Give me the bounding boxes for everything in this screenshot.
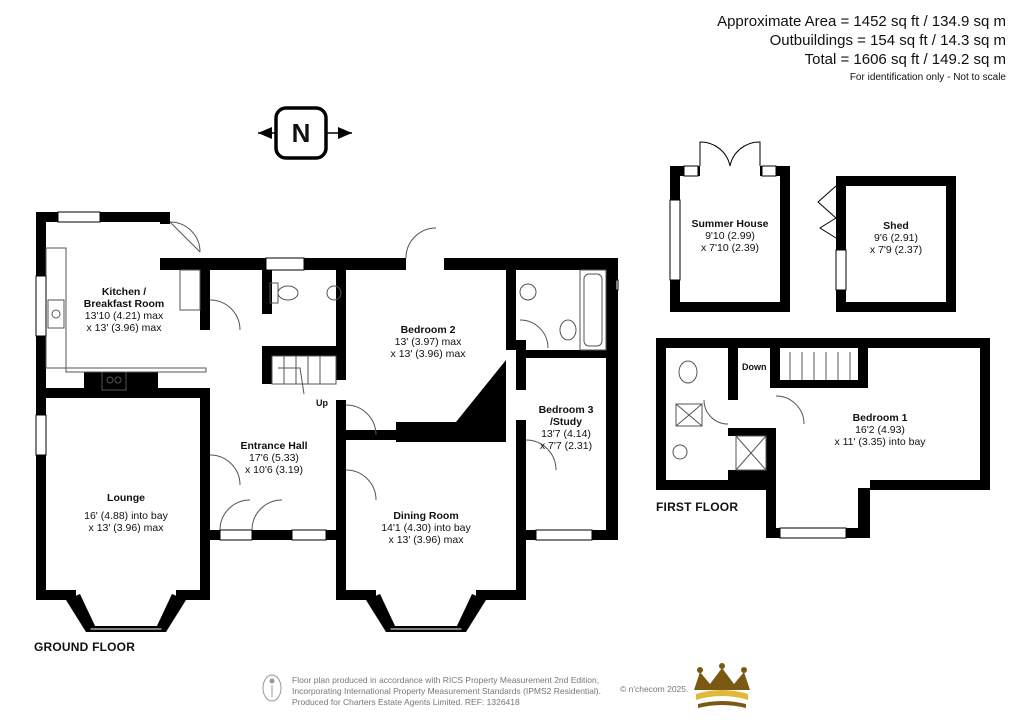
- room-name: /Study: [549, 416, 583, 428]
- room-name: Entrance Hall: [240, 440, 308, 452]
- room-summer-house: Summer House 9'10 (2.99) x 7'10 (2.39): [691, 218, 768, 254]
- room-bedroom-3: Bedroom 3 /Study 13'7 (4.14) x 7'7 (2.31…: [539, 404, 594, 452]
- room-dimension: 16'2 (4.93): [855, 424, 905, 436]
- footer-person-icon: [262, 674, 282, 702]
- room-dimension: 17'6 (5.33): [249, 452, 299, 464]
- first-floor-windows: [779, 527, 847, 539]
- footer-line: Produced for Charters Estate Agents Limi…: [292, 697, 520, 707]
- room-dimension: 13'7 (4.14): [541, 428, 591, 440]
- area-summary: Approximate Area = 1452 sq ft / 134.9 sq…: [717, 12, 1006, 85]
- shed-fixtures: [817, 185, 847, 291]
- compass-letter: N: [291, 118, 311, 148]
- room-name: Bedroom 1: [852, 412, 908, 424]
- first-floor-fixtures: [672, 352, 851, 471]
- room-name: Dining Room: [393, 510, 459, 522]
- room-dimension: x 13' (3.96) max: [88, 522, 164, 534]
- room-dimension: x 7'10 (2.39): [700, 242, 760, 254]
- room-entrance-hall: Entrance Hall 17'6 (5.33) x 10'6 (3.19): [240, 440, 307, 476]
- room-name: Kitchen /: [101, 286, 147, 298]
- total-area: Total = 1606 sq ft / 149.2 sq m: [804, 51, 1006, 68]
- ground-floor-walls: [36, 212, 618, 632]
- room-dimension: x 13' (3.96) max: [86, 322, 162, 334]
- room-dimension: x 13' (3.96) max: [388, 534, 464, 546]
- room-name: Bedroom 2: [400, 324, 456, 336]
- ground-floor-windows: [35, 211, 619, 631]
- room-dimension: x 7'9 (2.37): [869, 244, 923, 256]
- room-name: Shed: [883, 220, 909, 232]
- room-dimension: x 13' (3.96) max: [390, 348, 466, 360]
- identification-note: For identification only - Not to scale: [849, 72, 1006, 83]
- room-dimension: 16' (4.88) into bay: [84, 510, 168, 522]
- outbuildings-area: Outbuildings = 154 sq ft / 14.3 sq m: [769, 32, 1006, 49]
- first-floor-label: FIRST FLOOR: [656, 500, 739, 514]
- approximate-area: Approximate Area = 1452 sq ft / 134.9 sq…: [717, 13, 1006, 30]
- footer-disclaimer: Floor plan produced in accordance with R…: [292, 675, 601, 708]
- room-dimension: 13' (3.97) max: [394, 336, 462, 348]
- summer-house-fixtures: [669, 141, 777, 281]
- room-dimension: x 10'6 (3.19): [244, 464, 304, 476]
- crown-logo-icon: [694, 663, 750, 708]
- shed-walls: [836, 176, 956, 312]
- compass-icon: [258, 106, 352, 160]
- ground-floor-label: GROUND FLOOR: [34, 640, 136, 654]
- footer-line: Floor plan produced in accordance with R…: [292, 675, 600, 685]
- room-dining: Dining Room 14'1 (4.30) into bay x 13' (…: [381, 510, 471, 546]
- room-dimension: 9'6 (2.91): [873, 232, 919, 244]
- room-lounge: Lounge 16' (4.88) into bay x 13' (3.96) …: [84, 492, 168, 534]
- footer-line: Incorporating International Property Mea…: [292, 686, 601, 696]
- copyright: © n'checom 2025.: [620, 684, 689, 694]
- room-dimension: 14'1 (4.30) into bay: [381, 522, 471, 534]
- stairs-up-label: Up: [316, 398, 328, 408]
- room-bedroom-2: Bedroom 2 13' (3.97) max x 13' (3.96) ma…: [391, 324, 466, 360]
- room-dimension: x 11' (3.35) into bay: [834, 436, 926, 448]
- room-dimension: 9'10 (2.99): [705, 230, 755, 242]
- stairs-down-label: Down: [742, 362, 767, 372]
- room-name: Summer House: [691, 218, 769, 230]
- room-dimension: x 7'7 (2.31): [539, 440, 593, 452]
- first-floor-walls: [656, 338, 990, 538]
- ground-floor-fixtures: [45, 221, 607, 531]
- room-name: Breakfast Room: [83, 298, 165, 310]
- room-name: Lounge: [107, 492, 145, 504]
- room-bedroom-1: Bedroom 1 16'2 (4.93) x 11' (3.35) into …: [834, 412, 925, 448]
- room-name: Bedroom 3: [538, 404, 594, 416]
- room-dimension: 13'10 (4.21) max: [84, 310, 164, 322]
- room-shed: Shed 9'6 (2.91) x 7'9 (2.37): [870, 220, 922, 256]
- room-kitchen: Kitchen / Breakfast Room 13'10 (4.21) ma…: [84, 286, 165, 334]
